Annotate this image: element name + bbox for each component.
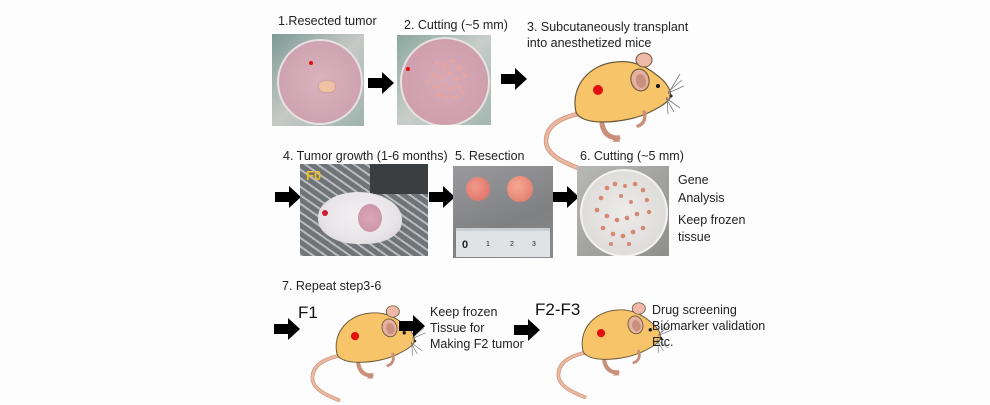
tumor-tissue xyxy=(319,81,335,92)
generation-f1: F1 xyxy=(298,303,318,322)
tissue-fragments xyxy=(594,181,652,246)
cage-background xyxy=(370,164,428,194)
f1-note-line1: Keep frozen xyxy=(430,305,498,319)
outcome-frozen-line1: Keep frozen xyxy=(678,213,746,227)
resection-photo: 0 1 2 3 xyxy=(453,166,553,258)
outcome-gene-line1: Gene xyxy=(678,173,709,187)
tissue-fragments xyxy=(406,59,467,99)
step1-label: 1.Resected tumor xyxy=(278,14,377,28)
cut-tissue-photo xyxy=(397,35,491,125)
outcome-frozen-line2: tissue xyxy=(678,230,711,244)
resected-tumor-photo xyxy=(272,34,364,126)
generation-f2-f3: F2-F3 xyxy=(535,300,581,319)
f1-note-line2: Tissue for xyxy=(430,321,485,335)
f2f3-note-line2: Biomarker validation xyxy=(652,319,766,333)
arrow-right-icon xyxy=(429,186,455,208)
f2f3-note-line1: Drug screening xyxy=(652,303,737,317)
tumor-left xyxy=(466,177,490,201)
red-marker xyxy=(309,61,313,65)
tumor-growth-photo: F0 xyxy=(300,164,428,256)
f2f3-note-line3: Etc. xyxy=(652,335,674,349)
arrow-right-icon xyxy=(275,186,301,208)
step6-label: 6. Cutting (~5 mm) xyxy=(580,149,684,163)
step3-label-line1: 3. Subcutaneously transplant xyxy=(527,20,689,34)
step4-label: 4. Tumor growth (1-6 months) xyxy=(283,149,448,163)
f1-note-line3: Making F2 tumor xyxy=(430,337,524,351)
ruler-tick-1: 1 xyxy=(486,241,490,248)
arrow-right-icon xyxy=(514,319,540,341)
mouse-eye xyxy=(322,210,328,216)
arrow-right-icon xyxy=(553,186,579,208)
photo-tag-f0: F0 xyxy=(306,168,322,183)
ruler-tick-2: 2 xyxy=(510,241,514,248)
petri-dish xyxy=(580,169,668,256)
arrow-right-icon xyxy=(368,72,394,94)
tumor-right xyxy=(507,176,533,202)
step2-label: 2. Cutting (~5 mm) xyxy=(404,18,508,32)
arrow-right-icon xyxy=(501,68,527,90)
step3-label-line2: into anesthetized mice xyxy=(527,36,652,50)
arrow-right-icon xyxy=(399,315,425,337)
step7-label: 7. Repeat step3-6 xyxy=(282,279,382,293)
ruler: 0 1 2 3 xyxy=(456,228,550,257)
ruler-tick-0: 0 xyxy=(462,239,469,251)
outcome-gene-line2: Analysis xyxy=(678,191,725,205)
step5-label: 5. Resection xyxy=(455,149,525,163)
cutting-photo xyxy=(577,166,669,256)
petri-dish xyxy=(400,37,490,125)
ruler-tick-3: 3 xyxy=(532,241,536,248)
tumor-mass xyxy=(358,204,382,232)
petri-dish xyxy=(277,39,363,125)
